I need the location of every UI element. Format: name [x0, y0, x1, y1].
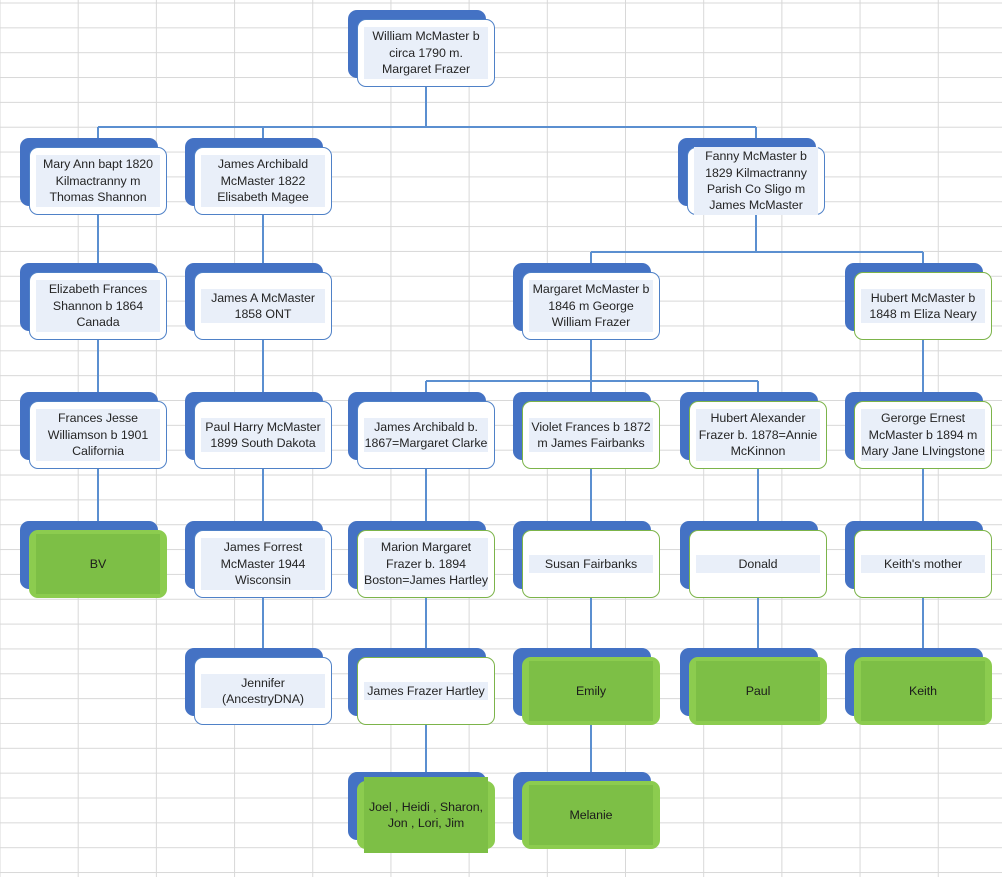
- node-label: William McMaster b circa 1790 m. Margare…: [364, 27, 488, 79]
- tree-node-joelheidi[interactable]: Joel , Heidi , Sharon, Jon , Lori, Jim: [348, 772, 495, 854]
- node-label: Violet Frances b 1872 m James Fairbanks: [529, 417, 653, 453]
- node-card[interactable]: Melanie: [522, 781, 660, 849]
- tree-node-paul[interactable]: Paul: [680, 648, 827, 725]
- tree-node-margaret[interactable]: Margaret McMaster b 1846 m George Willia…: [513, 263, 660, 340]
- tree-node-jamesforrest[interactable]: James Forrest McMaster 1944 Wisconsin: [185, 521, 332, 598]
- node-label: Frances Jesse Williamson b 1901 Californ…: [36, 409, 160, 461]
- tree-node-emily[interactable]: Emily: [513, 648, 660, 725]
- node-label: Fanny McMaster b 1829 Kilmactranny Paris…: [694, 147, 818, 215]
- node-card[interactable]: Elizabeth Frances Shannon b 1864 Canada: [29, 272, 167, 340]
- node-card[interactable]: Fanny McMaster b 1829 Kilmactranny Paris…: [687, 147, 825, 215]
- node-label: Hubert Alexander Frazer b. 1878=Annie Mc…: [696, 409, 820, 461]
- tree-node-hubert[interactable]: Hubert McMaster b 1848 m Eliza Neary: [845, 263, 992, 340]
- node-card[interactable]: Emily: [522, 657, 660, 725]
- tree-node-bv[interactable]: BV: [20, 521, 167, 598]
- node-card[interactable]: James A McMaster 1858 ONT: [194, 272, 332, 340]
- tree-node-fanny[interactable]: Fanny McMaster b 1829 Kilmactranny Paris…: [678, 138, 825, 215]
- node-label: Elizabeth Frances Shannon b 1864 Canada: [36, 280, 160, 332]
- node-label: Donald: [696, 554, 820, 574]
- tree-node-marion[interactable]: Marion Margaret Frazer b. 1894 Boston=Ja…: [348, 521, 495, 598]
- tree-node-jamesarchibald[interactable]: James Archibald McMaster 1822 Elisabeth …: [185, 138, 332, 215]
- node-label: Jennifer (AncestryDNA): [201, 673, 325, 709]
- tree-node-hubertalex[interactable]: Hubert Alexander Frazer b. 1878=Annie Mc…: [680, 392, 827, 469]
- node-card[interactable]: James Archibald McMaster 1822 Elisabeth …: [194, 147, 332, 215]
- node-card[interactable]: Joel , Heidi , Sharon, Jon , Lori, Jim: [357, 776, 495, 854]
- node-label: Susan Fairbanks: [529, 554, 653, 574]
- tree-node-jamesa[interactable]: James A McMaster 1858 ONT: [185, 263, 332, 340]
- node-label: Gerorge Ernest McMaster b 1894 m Mary Ja…: [861, 409, 985, 461]
- node-card[interactable]: Jennifer (AncestryDNA): [194, 657, 332, 725]
- tree-node-frances[interactable]: Frances Jesse Williamson b 1901 Californ…: [20, 392, 167, 469]
- node-card[interactable]: James Archibald b. 1867=Margaret Clarke: [357, 401, 495, 469]
- tree-node-jennifer[interactable]: Jennifer (AncestryDNA): [185, 648, 332, 725]
- node-label: Paul Harry McMaster 1899 South Dakota: [201, 417, 325, 453]
- node-card[interactable]: James Forrest McMaster 1944 Wisconsin: [194, 530, 332, 598]
- node-card[interactable]: James Frazer Hartley: [357, 657, 495, 725]
- node-card[interactable]: Hubert McMaster b 1848 m Eliza Neary: [854, 272, 992, 340]
- tree-node-maryann[interactable]: Mary Ann bapt 1820 Kilmactranny m Thomas…: [20, 138, 167, 215]
- node-card[interactable]: Marion Margaret Frazer b. 1894 Boston=Ja…: [357, 530, 495, 598]
- node-card[interactable]: Susan Fairbanks: [522, 530, 660, 598]
- tree-node-susan[interactable]: Susan Fairbanks: [513, 521, 660, 598]
- node-card[interactable]: Violet Frances b 1872 m James Fairbanks: [522, 401, 660, 469]
- tree-node-jamesfrazerh[interactable]: James Frazer Hartley: [348, 648, 495, 725]
- node-label: James A McMaster 1858 ONT: [201, 288, 325, 324]
- node-label: Emily: [529, 660, 653, 722]
- node-label: Margaret McMaster b 1846 m George Willia…: [529, 280, 653, 332]
- tree-node-keithsmother[interactable]: Keith's mother: [845, 521, 992, 598]
- node-label: Marion Margaret Frazer b. 1894 Boston=Ja…: [364, 538, 488, 590]
- node-card[interactable]: Frances Jesse Williamson b 1901 Californ…: [29, 401, 167, 469]
- node-label: James Archibald McMaster 1822 Elisabeth …: [201, 155, 325, 207]
- node-label: BV: [36, 533, 160, 595]
- node-label: Hubert McMaster b 1848 m Eliza Neary: [861, 288, 985, 324]
- node-card[interactable]: Keith: [854, 657, 992, 725]
- node-label: James Frazer Hartley: [364, 681, 488, 701]
- node-card[interactable]: Keith's mother: [854, 530, 992, 598]
- tree-node-elizabeth[interactable]: Elizabeth Frances Shannon b 1864 Canada: [20, 263, 167, 340]
- tree-node-william[interactable]: William McMaster b circa 1790 m. Margare…: [348, 10, 495, 87]
- node-card[interactable]: Donald: [689, 530, 827, 598]
- tree-node-violet[interactable]: Violet Frances b 1872 m James Fairbanks: [513, 392, 660, 469]
- node-card[interactable]: Gerorge Ernest McMaster b 1894 m Mary Ja…: [854, 401, 992, 469]
- node-card[interactable]: William McMaster b circa 1790 m. Margare…: [357, 19, 495, 87]
- tree-node-keith[interactable]: Keith: [845, 648, 992, 725]
- node-card[interactable]: Paul Harry McMaster 1899 South Dakota: [194, 401, 332, 469]
- tree-node-jamesarch1867[interactable]: James Archibald b. 1867=Margaret Clarke: [348, 392, 495, 469]
- node-card[interactable]: Mary Ann bapt 1820 Kilmactranny m Thomas…: [29, 147, 167, 215]
- tree-node-melanie[interactable]: Melanie: [513, 772, 660, 849]
- node-label: Joel , Heidi , Sharon, Jon , Lori, Jim: [364, 776, 488, 854]
- node-card[interactable]: BV: [29, 530, 167, 598]
- node-card[interactable]: Hubert Alexander Frazer b. 1878=Annie Mc…: [689, 401, 827, 469]
- tree-node-paulharry[interactable]: Paul Harry McMaster 1899 South Dakota: [185, 392, 332, 469]
- node-label: James Forrest McMaster 1944 Wisconsin: [201, 538, 325, 590]
- node-label: Paul: [696, 660, 820, 722]
- node-card[interactable]: Paul: [689, 657, 827, 725]
- tree-node-gerorge[interactable]: Gerorge Ernest McMaster b 1894 m Mary Ja…: [845, 392, 992, 469]
- node-label: Keith's mother: [861, 554, 985, 574]
- node-label: Mary Ann bapt 1820 Kilmactranny m Thomas…: [36, 155, 160, 207]
- node-card[interactable]: Margaret McMaster b 1846 m George Willia…: [522, 272, 660, 340]
- node-label: Melanie: [529, 784, 653, 846]
- tree-node-donald[interactable]: Donald: [680, 521, 827, 598]
- node-label: Keith: [861, 660, 985, 722]
- node-label: James Archibald b. 1867=Margaret Clarke: [364, 417, 488, 453]
